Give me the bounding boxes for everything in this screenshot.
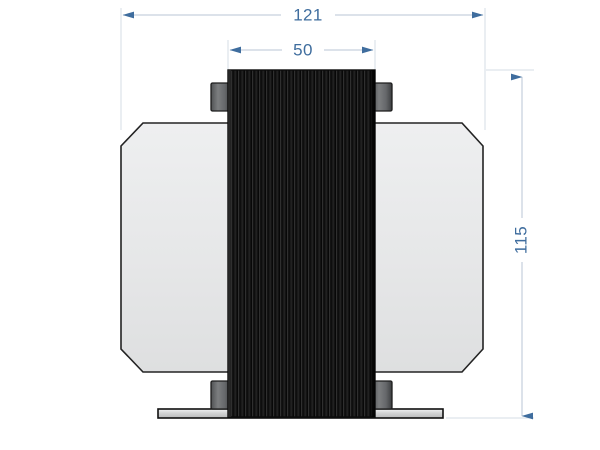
dimension-label-overall-width: 121 <box>293 5 323 24</box>
dimension-label-core-width: 50 <box>293 40 313 59</box>
extension-lines <box>120 8 534 419</box>
dimension-overall-height: 115 <box>511 73 533 420</box>
core-left-highlight <box>228 70 231 417</box>
core-right-shadow <box>371 70 375 417</box>
dimension-overall-width: 121 <box>122 5 484 24</box>
dimension-core-width: 50 <box>229 40 374 59</box>
core-fins <box>228 70 375 417</box>
left-side-panel <box>120 122 244 373</box>
finned-core-block <box>227 69 376 418</box>
dimension-label-overall-height: 115 <box>511 226 530 254</box>
right-side-panel <box>361 122 484 373</box>
